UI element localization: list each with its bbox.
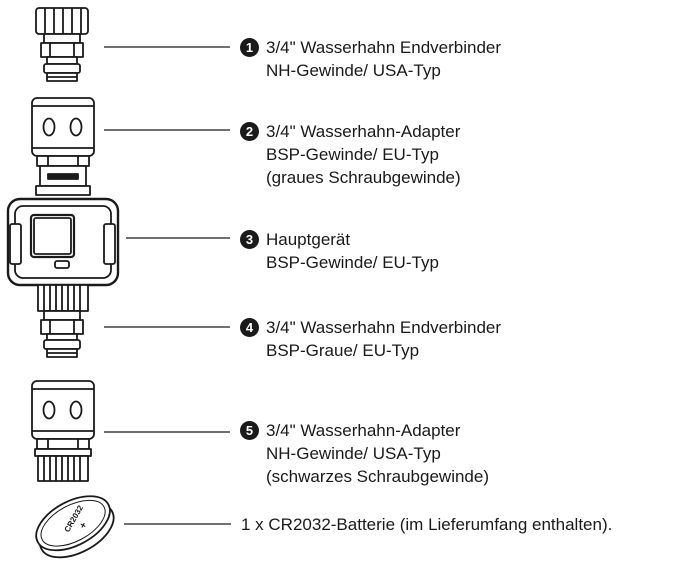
callout-part-3: 3 Hauptgerät BSP-Gewinde/ EU-Typ — [240, 228, 439, 274]
part-2-line-3: (graues Schraubgewinde) — [266, 168, 461, 187]
part-1-line-2: NH-Gewinde/ USA-Typ — [266, 61, 441, 80]
battery-plus-sign: + — [78, 520, 91, 531]
part-5-line-2: NH-Gewinde/ USA-Typ — [266, 444, 441, 463]
part-4-end-connector-drawing — [40, 310, 84, 358]
part-5-line-1: 3/4" Wasserhahn-Adapter — [266, 421, 461, 440]
callout-part-4: 4 3/4" Wasserhahn Endverbinder BSP-Graue… — [240, 316, 501, 362]
part-3-line-1: Hauptgerät — [266, 230, 351, 249]
battery-label: 1 x CR2032-Batterie (im Lieferumfang ent… — [241, 515, 613, 534]
part-5-line-3: (schwarzes Schraubgewinde) — [266, 467, 489, 486]
part-1-end-connector-drawing — [35, 7, 89, 82]
number-badge-5: 5 — [240, 421, 259, 440]
number-badge-4: 4 — [240, 318, 259, 337]
battery-coin-cell-drawing — [35, 495, 115, 559]
number-badge-3: 3 — [240, 230, 259, 249]
part-1-line-1: 3/4" Wasserhahn Endverbinder — [266, 38, 502, 57]
callout-part-5: 5 3/4" Wasserhahn-Adapter NH-Gewinde/ US… — [240, 419, 489, 488]
part-2-line-2: BSP-Gewinde/ EU-Typ — [266, 145, 439, 164]
part-3-main-unit-drawing — [6, 185, 120, 312]
part-4-line-1: 3/4" Wasserhahn Endverbinder — [266, 318, 502, 337]
callout-part-2: 2 3/4" Wasserhahn-Adapter BSP-Gewinde/ E… — [240, 120, 461, 189]
part-2-line-1: 3/4" Wasserhahn-Adapter — [266, 122, 461, 141]
part-2-adapter-drawing — [31, 97, 95, 187]
callout-part-1: 1 3/4" Wasserhahn Endverbinder NH-Gewind… — [240, 36, 501, 82]
part-5-adapter-drawing — [31, 380, 95, 482]
part-4-line-2: BSP-Graue/ EU-Typ — [266, 341, 420, 360]
part-3-line-2: BSP-Gewinde/ EU-Typ — [266, 253, 439, 272]
number-badge-1: 1 — [240, 38, 259, 57]
number-badge-2: 2 — [240, 122, 259, 141]
